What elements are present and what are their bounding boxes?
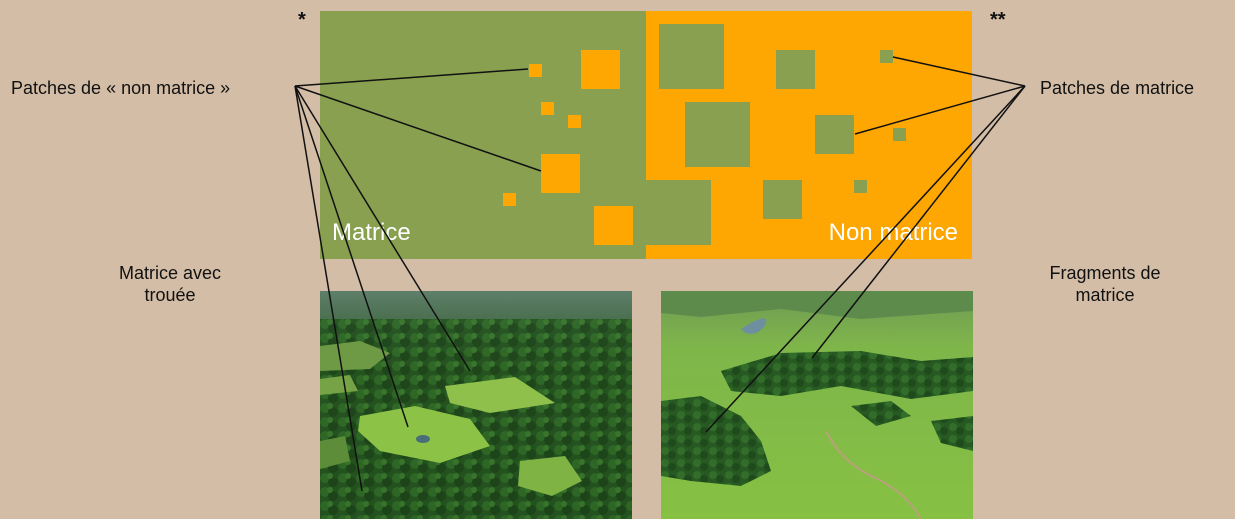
non-matrix-patch [503,193,516,206]
matrix-patch [646,180,711,245]
matrix-patch [776,50,815,89]
non-matrix-label: Non matrice [828,219,958,246]
non-matrix-patch [594,206,633,245]
aerial-forest-with-clearings-icon [320,291,632,519]
matrix-label: Matrice [332,219,411,246]
non-matrix-patch [529,64,542,77]
matrix-patch [880,50,893,63]
label-matrix-with-gap: Matrice avec trouée [118,263,222,305]
non-matrix-patch [541,154,580,193]
single-asterisk: * [298,9,306,31]
non-matrix-patch [541,102,554,115]
matrix-patch [815,115,854,154]
non-matrix-patch [568,115,581,128]
label-matrix-fragments: Fragments de matrice [1049,263,1161,305]
aerial-photo-forest-clearings [320,291,632,519]
double-asterisk: ** [990,9,1006,31]
label-non-matrix-patches: Patches de « non matrice » [11,78,231,98]
matrix-patch [763,180,802,219]
aerial-pasture-with-forest-fragments-icon [661,291,973,519]
matrix-schematic: Matrice Non matrice [320,11,972,259]
matrix-patch [854,180,867,193]
matrix-patch [893,128,906,141]
matrix-patch [685,102,750,167]
matrix-patch [659,24,724,89]
aerial-photo-matrix-fragments [661,291,973,519]
non-matrix-patch [581,50,620,89]
label-matrix-patches: Patches de matrice [1040,78,1195,98]
